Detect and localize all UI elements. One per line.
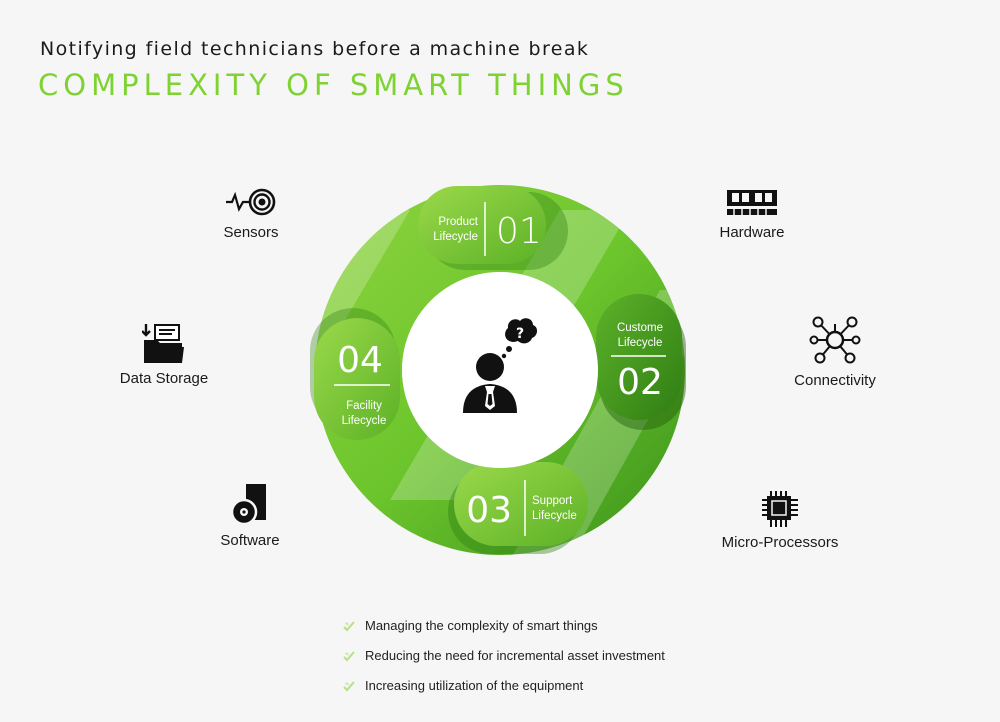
label-connectivity: Connectivity: [794, 372, 876, 389]
item-hardware: Hardware: [672, 188, 832, 241]
item-connectivity: Connectivity: [755, 312, 915, 389]
label-hardware: Hardware: [719, 224, 785, 241]
stage-01-line2: Lifecycle: [433, 231, 478, 243]
stage-03-line2: Lifecycle: [532, 510, 577, 522]
stage-03-line1: Support: [532, 495, 573, 507]
leaf-check-icon: [343, 681, 355, 692]
list-item: Managing the complexity of smart things: [343, 616, 665, 646]
stage-02-number: 02: [617, 362, 663, 403]
label-software: Software: [220, 532, 280, 549]
item-micro-processors: Micro-Processors: [700, 490, 860, 551]
stage-01-line1: Product: [438, 216, 478, 228]
leaf-check-icon: [343, 651, 355, 662]
stage-04-number: 04: [337, 340, 383, 381]
lifecycle-ring: Product Lifecycle 01 Custome Lifecycle 0…: [310, 185, 686, 555]
ring-base: [314, 185, 685, 555]
subtitle: Notifying field technicians before a mac…: [40, 38, 590, 60]
stage-03-tab: [448, 462, 588, 554]
sensor-icon: [226, 188, 276, 216]
list-item: Reducing the need for incremental asset …: [343, 646, 665, 676]
svg-text:?: ?: [516, 326, 524, 342]
stage-02-line1: Custome: [617, 322, 663, 334]
folder-icon: [142, 324, 184, 363]
stage-02-tab: [596, 294, 686, 430]
bullet-text: Managing the complexity of smart things: [365, 618, 598, 633]
stage-04-line1: Facility: [346, 400, 382, 412]
list-item: Increasing utilization of the equipment: [343, 676, 665, 706]
bullet-text: Reducing the need for incremental asset …: [365, 648, 665, 663]
stage-04-tab: [310, 308, 400, 440]
stage-01-number: 01: [496, 211, 542, 252]
stage-01-tab: [418, 186, 568, 270]
label-micro-processors: Micro-Processors: [721, 534, 839, 551]
chip-icon: [762, 491, 798, 527]
leaf-check-icon: [343, 621, 355, 632]
stage-03-number: 03: [466, 490, 512, 531]
stage-04-line2: Lifecycle: [342, 415, 387, 427]
stage-02-line2: Lifecycle: [618, 337, 663, 349]
network-icon: [809, 316, 861, 364]
page-title: COMPLEXITY OF SMART THINGS: [38, 68, 629, 102]
item-software: Software: [170, 482, 330, 549]
label-sensors: Sensors: [223, 224, 279, 241]
item-sensors: Sensors: [171, 182, 331, 241]
software-disc-icon: [230, 484, 266, 526]
benefits-list: Managing the complexity of smart things …: [343, 616, 665, 706]
bullet-text: Increasing utilization of the equipment: [365, 678, 584, 693]
thinking-person-icon: ?: [463, 318, 538, 413]
item-data-storage: Data Storage: [84, 322, 244, 387]
memory-module-icon: [727, 190, 777, 215]
label-data-storage: Data Storage: [119, 370, 209, 387]
